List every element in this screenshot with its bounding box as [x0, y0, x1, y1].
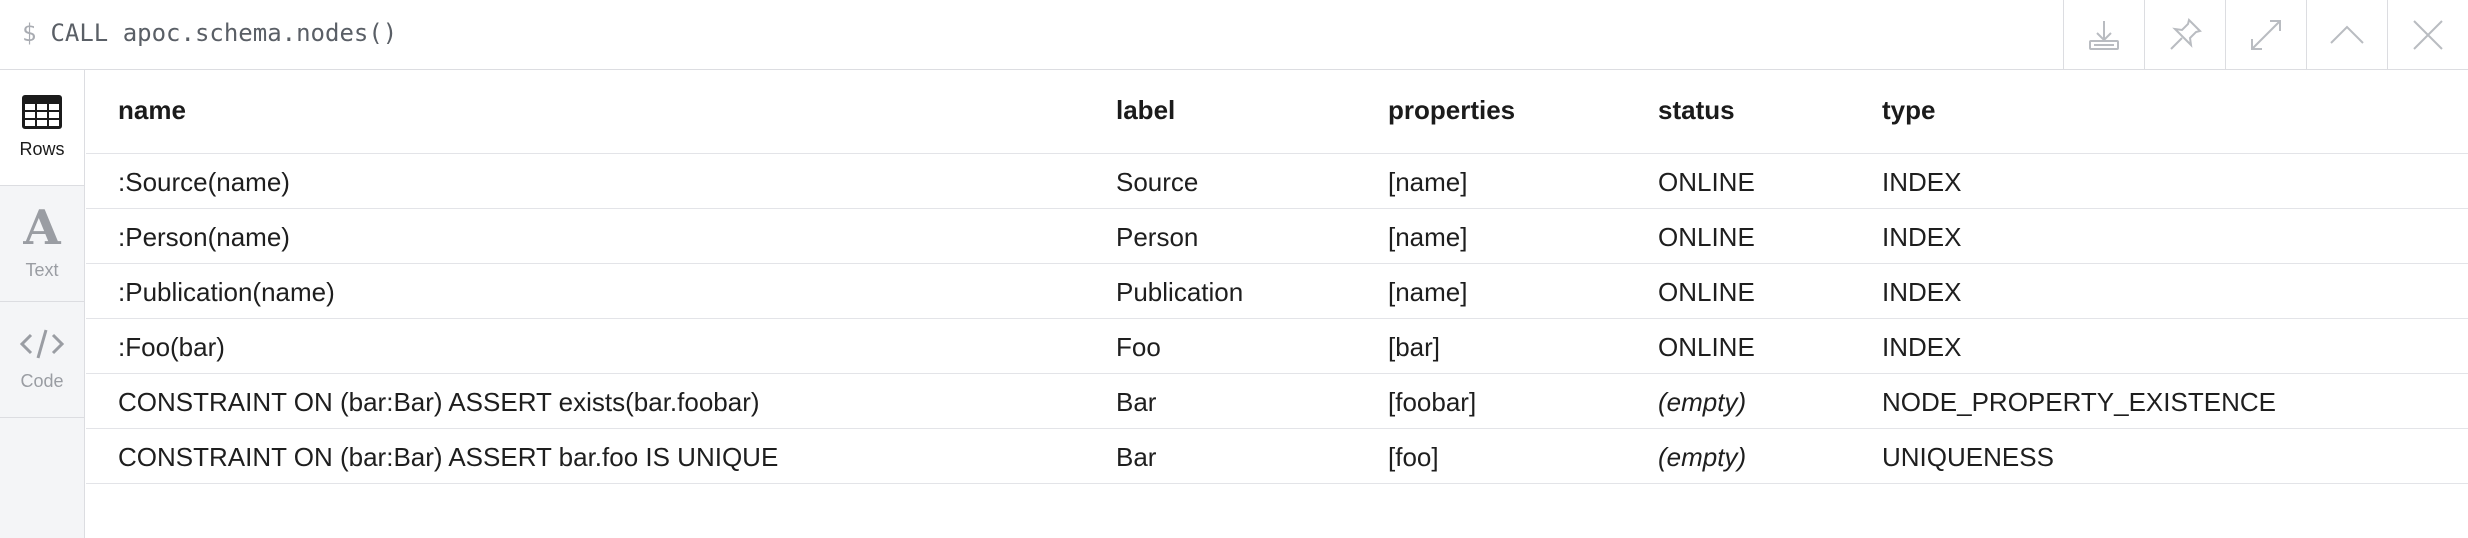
cell-name: :Person(name)	[86, 208, 1084, 264]
cell-status: (empty)	[1626, 428, 1850, 484]
table-icon	[22, 95, 62, 129]
cell-status: ONLINE	[1626, 263, 1850, 319]
column-header-type: type	[1850, 70, 2468, 154]
table-row: CONSTRAINT ON (bar:Bar) ASSERT bar.foo I…	[86, 428, 2468, 484]
cell-name: :Foo(bar)	[86, 318, 1084, 374]
download-button[interactable]	[2063, 0, 2144, 69]
prompt-symbol: $	[22, 19, 37, 47]
cell-label: Foo	[1084, 318, 1356, 374]
column-header-label: label	[1084, 70, 1356, 154]
text-view-label: Text	[25, 260, 59, 280]
code-view-label: Code	[20, 371, 64, 391]
cell-properties: [foo]	[1356, 428, 1626, 484]
table-row: :Publication(name) Publication [name] ON…	[86, 263, 2468, 319]
table-row: CONSTRAINT ON (bar:Bar) ASSERT exists(ba…	[86, 373, 2468, 429]
cell-label: Bar	[1084, 428, 1356, 484]
query-bar: $ CALL apoc.schema.nodes()	[0, 0, 2468, 70]
cell-status: (empty)	[1626, 373, 1850, 429]
cell-type: INDEX	[1850, 153, 2468, 209]
cell-name: CONSTRAINT ON (bar:Bar) ASSERT exists(ba…	[86, 373, 1084, 429]
cell-label: Source	[1084, 153, 1356, 209]
results-table: name label properties status type :Sourc…	[86, 70, 2468, 484]
table-row: :Source(name) Source [name] ONLINE INDEX	[86, 153, 2468, 209]
collapse-button[interactable]	[2306, 0, 2387, 69]
cell-label: Publication	[1084, 263, 1356, 319]
close-icon	[2413, 19, 2443, 50]
cell-properties: [bar]	[1356, 318, 1626, 374]
cell-properties: [foobar]	[1356, 373, 1626, 429]
pin-icon	[2170, 17, 2202, 50]
cell-type: UNIQUENESS	[1850, 428, 2468, 484]
close-button[interactable]	[2387, 0, 2468, 69]
cell-label: Bar	[1084, 373, 1356, 429]
collapse-icon	[2330, 25, 2364, 44]
cell-type: INDEX	[1850, 208, 2468, 264]
view-sidebar: Rows A Text Code	[0, 70, 85, 538]
expand-icon	[2251, 19, 2281, 50]
cell-name: :Publication(name)	[86, 263, 1084, 319]
query-text[interactable]: CALL apoc.schema.nodes()	[50, 19, 398, 47]
cell-name: CONSTRAINT ON (bar:Bar) ASSERT bar.foo I…	[86, 428, 1084, 484]
rows-view-label: Rows	[19, 139, 65, 159]
cell-status: ONLINE	[1626, 153, 1850, 209]
cell-label: Person	[1084, 208, 1356, 264]
column-header-name: name	[86, 70, 1084, 154]
cell-properties: [name]	[1356, 263, 1626, 319]
table-row: :Person(name) Person [name] ONLINE INDEX	[86, 208, 2468, 264]
table-header-row: name label properties status type	[86, 70, 2468, 154]
cell-status: ONLINE	[1626, 318, 1850, 374]
cell-type: INDEX	[1850, 263, 2468, 319]
results-pane: name label properties status type :Sourc…	[86, 70, 2468, 538]
text-icon: A	[23, 200, 61, 256]
fullscreen-button[interactable]	[2225, 0, 2306, 69]
code-icon	[19, 329, 65, 359]
text-view-button[interactable]: A Text	[0, 186, 84, 302]
cell-type: INDEX	[1850, 318, 2468, 374]
column-header-properties: properties	[1356, 70, 1626, 154]
table-row: :Foo(bar) Foo [bar] ONLINE INDEX	[86, 318, 2468, 374]
frame-toolbar	[2063, 0, 2468, 69]
cell-properties: [name]	[1356, 153, 1626, 209]
cell-name: :Source(name)	[86, 153, 1084, 209]
code-view-button[interactable]: Code	[0, 302, 84, 418]
query-text-container[interactable]: $ CALL apoc.schema.nodes()	[22, 0, 397, 70]
download-icon	[2089, 20, 2119, 50]
cell-type: NODE_PROPERTY_EXISTENCE	[1850, 373, 2468, 429]
cell-properties: [name]	[1356, 208, 1626, 264]
column-header-status: status	[1626, 70, 1850, 154]
cell-status: ONLINE	[1626, 208, 1850, 264]
rows-view-button[interactable]: Rows	[0, 70, 84, 186]
pin-button[interactable]	[2144, 0, 2225, 69]
